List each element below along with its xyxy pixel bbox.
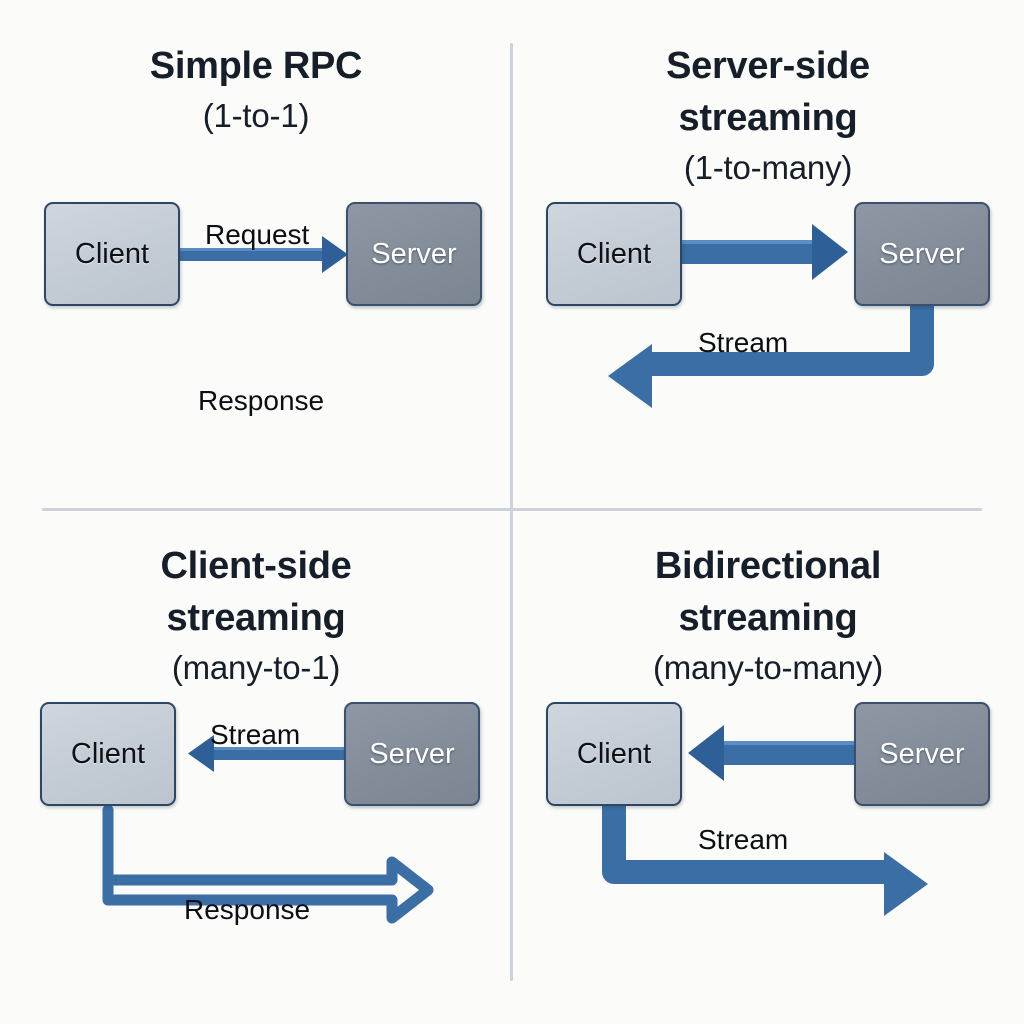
node-client[interactable]: Client bbox=[546, 202, 682, 306]
vertical-divider bbox=[510, 43, 513, 981]
horizontal-divider bbox=[42, 508, 982, 511]
node-client[interactable]: Client bbox=[40, 702, 176, 806]
arrow-layer bbox=[608, 224, 934, 408]
arrow-layer bbox=[602, 725, 928, 916]
arrow-layer bbox=[178, 236, 348, 273]
arrow-client-to-server bbox=[678, 224, 848, 280]
node-client-label: Client bbox=[70, 737, 146, 770]
arrow-server-to-client bbox=[688, 725, 862, 781]
node-server-label: Server bbox=[369, 737, 455, 770]
arrow-response-loop bbox=[102, 804, 434, 924]
node-server[interactable]: Server bbox=[344, 702, 480, 806]
node-client-label: Client bbox=[576, 237, 652, 270]
node-server-label: Server bbox=[879, 737, 965, 770]
node-client[interactable]: Client bbox=[546, 702, 682, 806]
node-server-label: Server bbox=[879, 237, 965, 270]
arrow-stream-loop bbox=[602, 802, 928, 916]
arrow-stream-loop bbox=[608, 300, 934, 408]
node-server[interactable]: Server bbox=[854, 702, 990, 806]
node-client-label: Client bbox=[576, 737, 652, 770]
node-server-label: Server bbox=[371, 237, 457, 270]
arrow-layer bbox=[102, 735, 434, 924]
panel-simple-rpc: Simple RPC (1-to-1) Client Server Reques… bbox=[0, 0, 512, 512]
node-client[interactable]: Client bbox=[44, 202, 180, 306]
panel-bidirectional-streaming: Bidirectional streaming (many-to-many) C… bbox=[512, 512, 1024, 1024]
panel-server-side-streaming: Server-side streaming (1-to-many) Client… bbox=[512, 0, 1024, 512]
node-server[interactable]: Server bbox=[854, 202, 990, 306]
arrow-stream bbox=[188, 735, 350, 772]
panel-client-side-streaming: Client-side streaming (many-to-1) Client… bbox=[0, 512, 512, 1024]
node-server[interactable]: Server bbox=[346, 202, 482, 306]
arrow-request bbox=[178, 236, 348, 273]
node-client-label: Client bbox=[74, 237, 150, 270]
